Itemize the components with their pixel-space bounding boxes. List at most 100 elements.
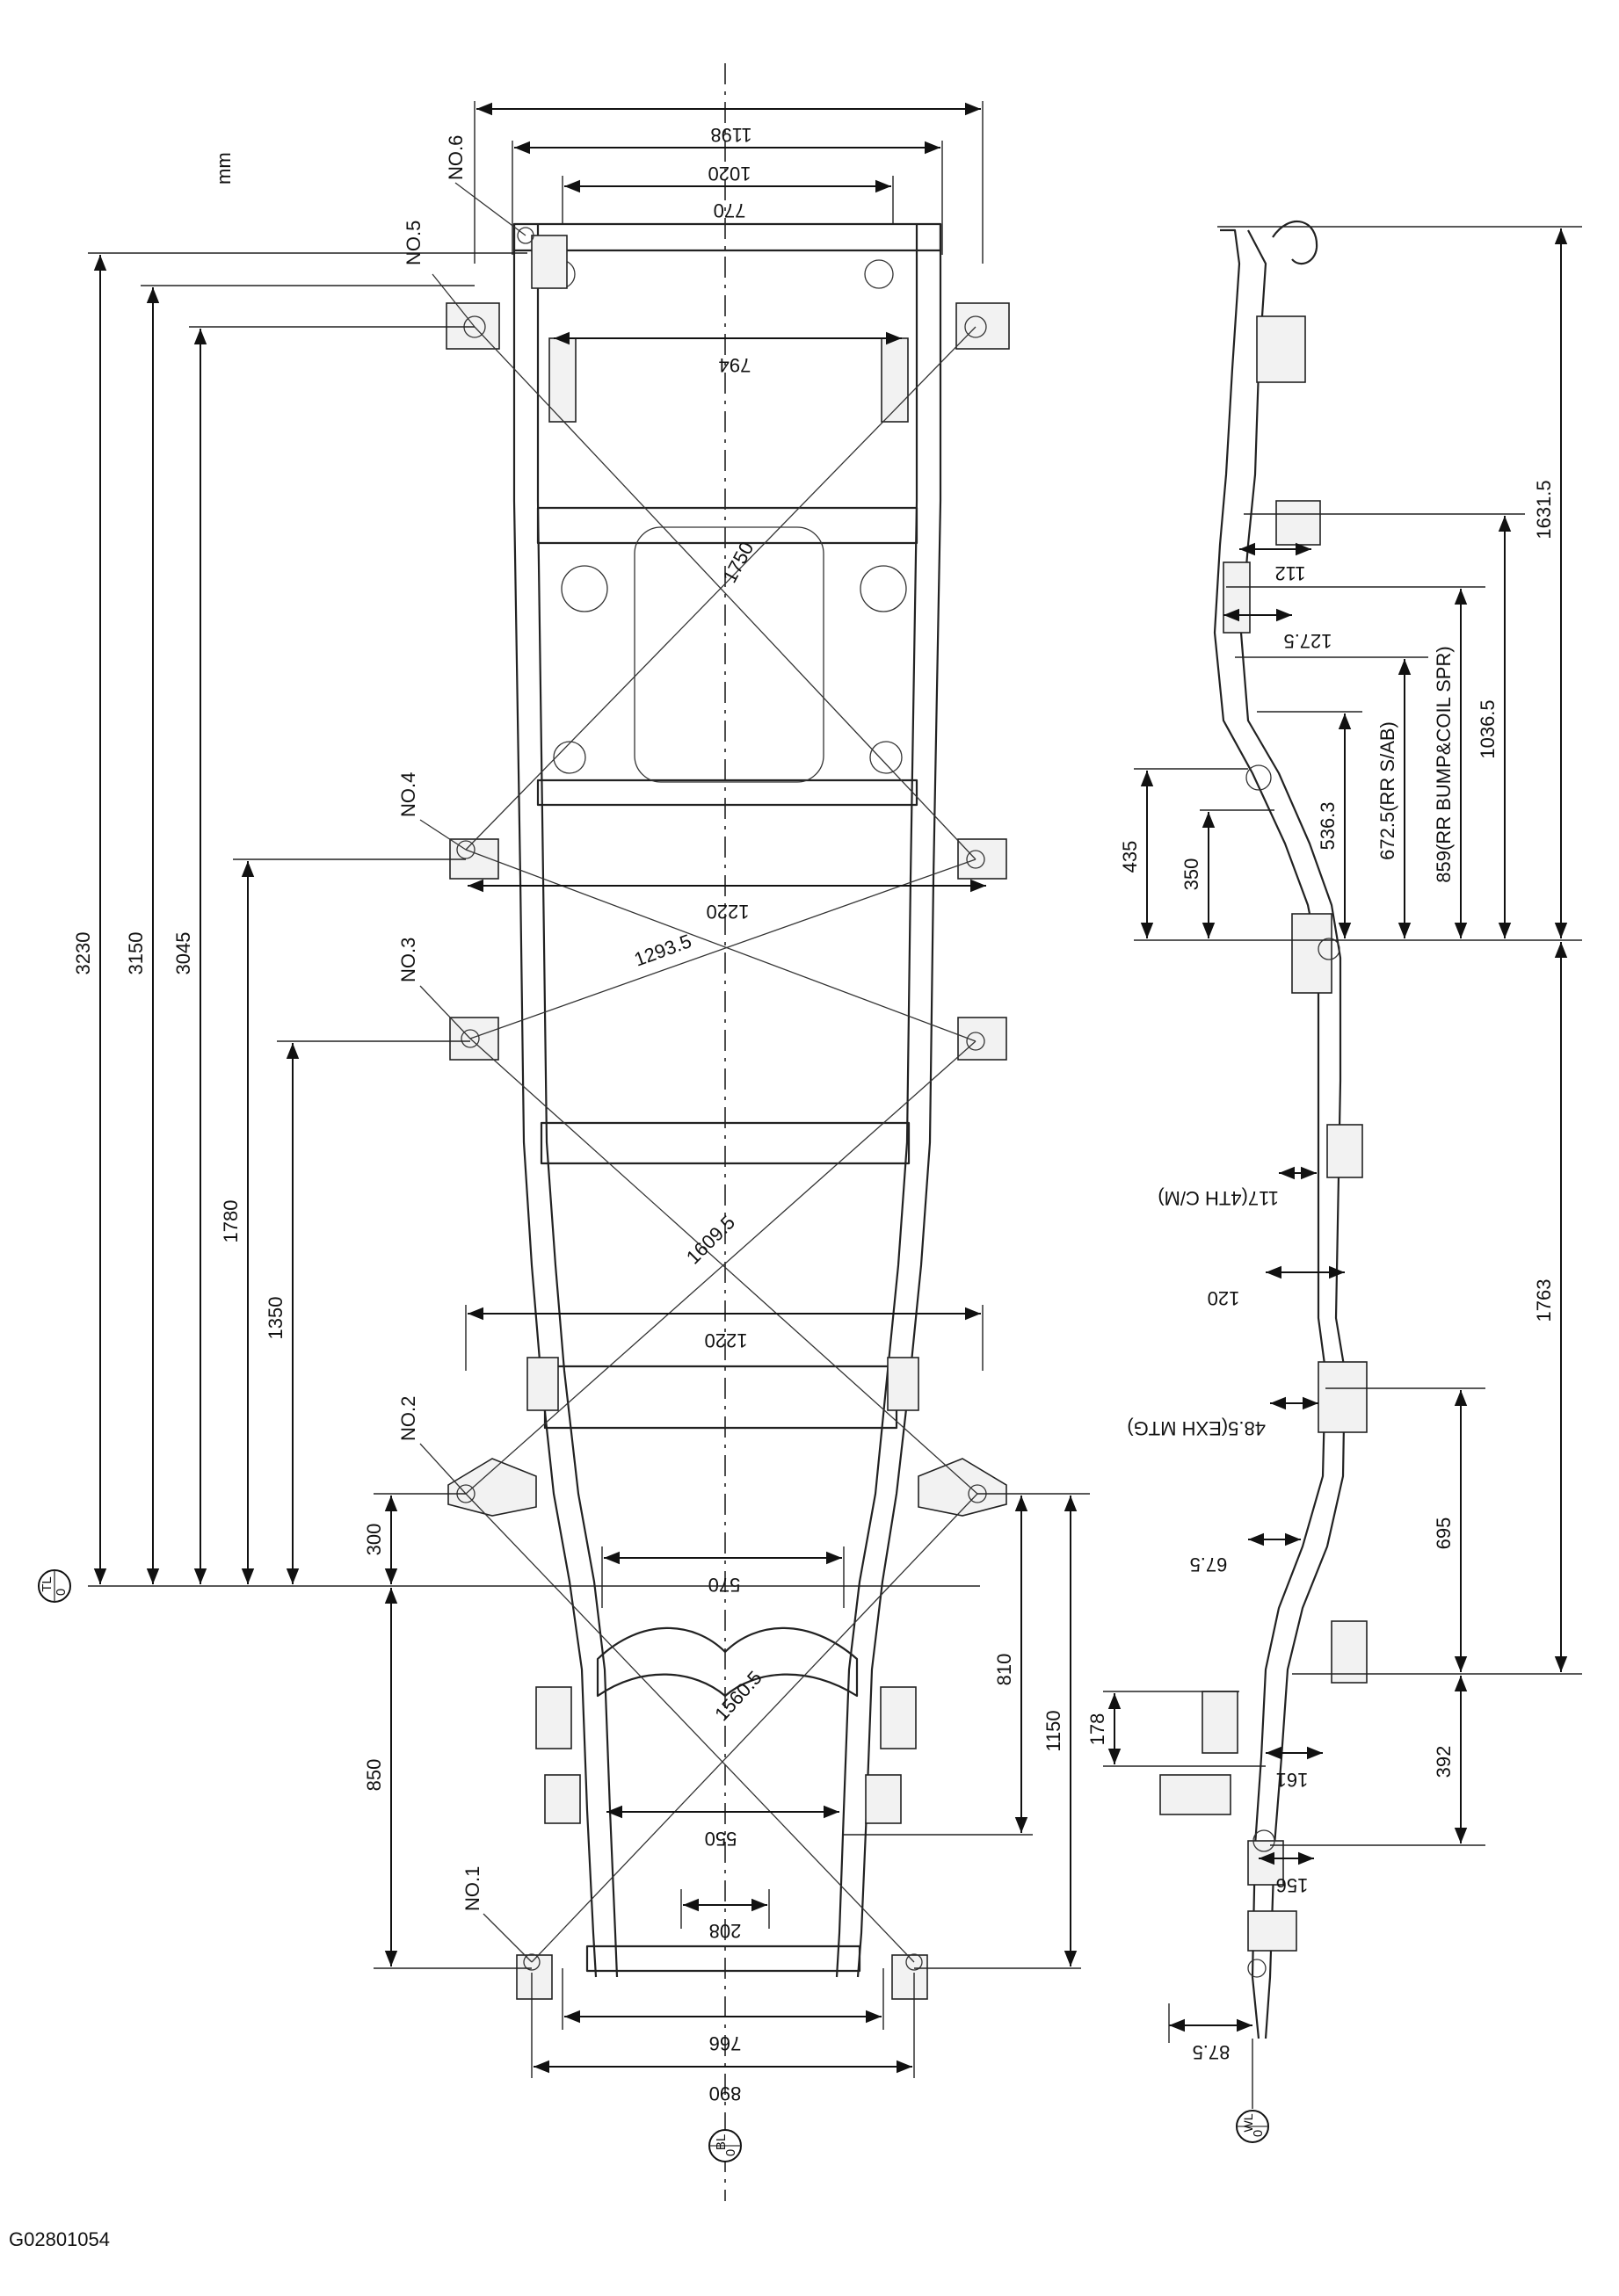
mount-point-no3-left (461, 1029, 480, 1048)
dim-300: 300 (363, 1524, 385, 1556)
suspension-bracket (881, 337, 909, 423)
side-bracket (1159, 1774, 1231, 1815)
dim-859: 859(RR BUMP&COIL SPR) (1433, 646, 1455, 882)
diagonal-1609-a (469, 1038, 978, 1495)
dim-435: 435 (1119, 841, 1141, 873)
dim-1350: 1350 (265, 1297, 287, 1340)
mount-bracket-no1-right (891, 1954, 928, 2000)
dim-1750: 1750 (718, 538, 758, 586)
dim-161: 161 (1276, 1769, 1309, 1791)
dim-67: 67.5 (1190, 1554, 1228, 1575)
frame-top-view (446, 63, 1010, 2201)
dim-112: 112 (1274, 562, 1305, 584)
dim-1609: 1609.5 (682, 1211, 739, 1268)
diagonal-1560-a (465, 1493, 915, 1963)
dim-890: 890 (709, 2082, 742, 2104)
side-bracket (1202, 1691, 1238, 1754)
diagonal-1609-b (465, 1040, 976, 1495)
mount-bracket-no2-left (447, 1458, 537, 1517)
bl-reference-mark: BL 0 (708, 2129, 742, 2162)
wl-zero: 0 (1251, 2130, 1266, 2137)
dim-350: 350 (1180, 858, 1202, 891)
side-bracket (1247, 1910, 1297, 1952)
fuel-tank-outline (634, 526, 824, 783)
mount-bracket-no2-right (918, 1458, 1007, 1517)
side-bracket (1275, 500, 1321, 546)
crossmember-3 (536, 779, 918, 807)
crossmember-5 (543, 1365, 898, 1430)
dim-810: 810 (993, 1654, 1015, 1686)
mount-bracket-no3-right (957, 1017, 1007, 1061)
mount-bracket-no1-left (516, 1954, 553, 2000)
tl-reference-mark: TL 0 (38, 1569, 71, 1603)
front-crossmember (585, 1945, 861, 1973)
suspension-bracket (887, 1357, 919, 1411)
rear-crossmember (512, 222, 942, 252)
dim-156: 156 (1276, 1874, 1309, 1896)
unit-label: mm (213, 152, 235, 185)
side-dimensions: 1631.5 1036.5 859(RR BUMP&COIL SPR) 672.… (1086, 226, 1582, 2063)
mount-bracket-no5-right (955, 302, 1010, 350)
side-mount-hole (1318, 938, 1340, 960)
dim-1150: 1150 (1042, 1710, 1064, 1751)
diagonal-1750-a (474, 326, 976, 860)
right-rail-inner (835, 224, 918, 1978)
mount-point-no5-right (964, 315, 987, 338)
mount-bracket-no5-left (446, 302, 500, 350)
mount-point-no1-left (523, 1953, 541, 1971)
figure-code: G02801054 (9, 2228, 110, 2250)
dim-1220-lower: 1220 (705, 1329, 748, 1351)
front-dimensions: 810 1150 (844, 1493, 1090, 1969)
dim-127: 127.5 (1283, 630, 1332, 652)
dim-672: 672.5(RR S/AB) (1376, 721, 1398, 860)
dim-1763: 1763 (1533, 1279, 1555, 1322)
mount-bracket-no6-left (531, 235, 568, 289)
side-bracket (1291, 913, 1332, 994)
left-height-dimensions: 3230 3150 3045 1780 1350 300 850 (72, 252, 980, 1969)
mount-hole (860, 565, 907, 612)
dim-1036: 1036.5 (1477, 699, 1499, 758)
dim-1293: 1293.5 (631, 930, 694, 971)
suspension-bracket (544, 1774, 581, 1824)
dim-87: 87.5 (1193, 2041, 1231, 2063)
bl-label: BL (714, 2134, 729, 2150)
mount-hole (561, 565, 608, 612)
label-no3: NO.3 (397, 938, 419, 982)
label-no6: NO.6 (445, 135, 467, 180)
suspension-bracket (526, 1357, 559, 1411)
suspension-bracket (865, 1774, 902, 1824)
mount-point-no4-right (966, 850, 985, 869)
crossmember-2 (536, 506, 918, 545)
dim-850: 850 (363, 1759, 385, 1792)
dim-3150: 3150 (125, 932, 147, 975)
dim-208: 208 (709, 1920, 742, 1942)
dim-1220-upper: 1220 (707, 901, 750, 923)
tl-zero: 0 (54, 1589, 69, 1596)
label-no1: NO.1 (461, 1866, 483, 1911)
side-bracket (1331, 1620, 1368, 1684)
crossmember-4 (540, 1121, 911, 1165)
label-no5: NO.5 (403, 221, 425, 265)
suspension-bracket (548, 337, 577, 423)
mount-hole (864, 259, 894, 289)
side-rail-lower (1239, 229, 1347, 2039)
dim-695: 695 (1433, 1517, 1455, 1550)
dim-178: 178 (1086, 1713, 1108, 1746)
mount-point-no3-right (966, 1032, 985, 1051)
dim-766: 766 (709, 2032, 742, 2054)
side-bracket (1326, 1124, 1363, 1178)
side-mount-hole (1245, 764, 1272, 791)
tl-label: TL (40, 1576, 54, 1592)
mount-point-no4-left (456, 840, 476, 859)
label-no4: NO.4 (397, 772, 419, 817)
dim-1020: 1020 (708, 163, 751, 185)
dim-550: 550 (705, 1828, 737, 1850)
mount-hole (553, 741, 586, 774)
dim-536: 536.3 (1317, 801, 1339, 850)
dim-1560: 1560.5 (710, 1667, 766, 1726)
dim-3230: 3230 (72, 932, 94, 975)
wl-label: WL (1241, 2113, 1255, 2132)
mount-hole (869, 741, 903, 774)
side-bracket (1223, 561, 1251, 634)
